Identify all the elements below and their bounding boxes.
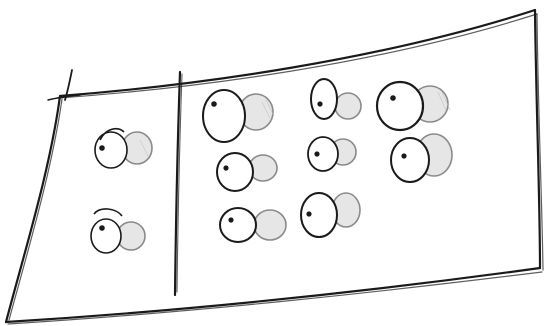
right-panel (203, 79, 452, 242)
sketch-item (377, 82, 448, 130)
sketch-item (311, 79, 361, 119)
sketch-item (391, 134, 452, 182)
left-panel (91, 129, 152, 253)
sketch-item (217, 153, 277, 191)
panel-divider (175, 72, 182, 295)
sketch-item (308, 137, 356, 171)
sketch-item (203, 90, 273, 142)
sketch-item (95, 129, 152, 168)
sketch-item (91, 209, 145, 253)
sketch-item (301, 193, 360, 237)
sketch-item (220, 208, 286, 242)
